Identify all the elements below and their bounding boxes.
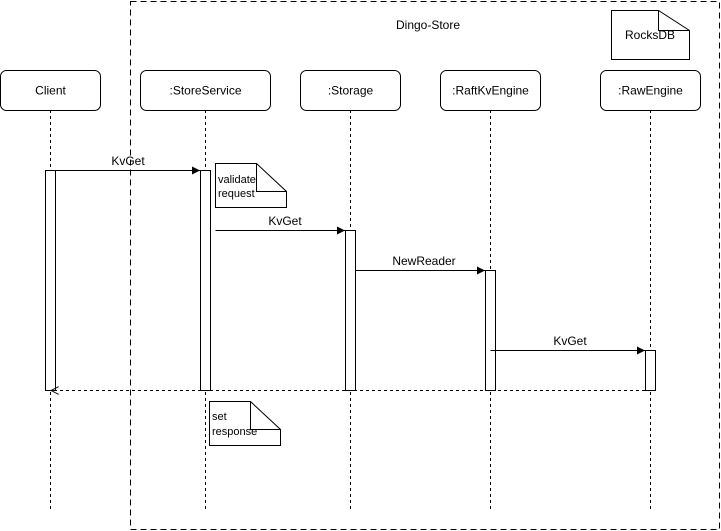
activation-client (45, 170, 56, 391)
participant-storage: :Storage (300, 70, 401, 510)
activation-store-service (200, 170, 211, 391)
message-newreader: NewReader (355, 254, 485, 275)
message-label: KvGet (553, 334, 587, 348)
dingo-store-frame: Dingo-Store (130, 1, 720, 530)
activation-storage (345, 230, 356, 391)
note-set-response: set response (209, 401, 281, 446)
participant-raft-kv-engine-label: :RaftKvEngine (452, 84, 529, 98)
rocksdb-label: RocksDB (625, 28, 675, 42)
message-kvget-store-service: KvGet (215, 214, 345, 235)
rocksdb-note: RocksDB (611, 10, 690, 60)
note-line: request (218, 188, 255, 200)
message-kvget-client: KvGet (55, 154, 200, 175)
activation-raft-kv-engine (485, 270, 496, 391)
participant-raw-engine-label: :RawEngine (618, 84, 683, 98)
activation-raw-engine (645, 350, 656, 391)
participant-raft-kv-engine: :RaftKvEngine (440, 70, 541, 510)
message-label: KvGet (111, 154, 145, 168)
note-line: validate (218, 174, 256, 186)
message-label: NewReader (392, 254, 455, 268)
message-label: KvGet (268, 214, 302, 228)
note-line: response (212, 426, 257, 438)
dingo-store-label: Dingo-Store (396, 18, 460, 32)
participant-raw-engine: :RawEngine (600, 70, 701, 510)
participant-storage-label: :Storage (328, 84, 374, 98)
participant-store-service-label: :StoreService (169, 84, 241, 98)
message-kvget-raft: KvGet (490, 334, 645, 355)
participant-client-label: Client (35, 84, 66, 98)
note-validate-request: validate request (215, 163, 287, 208)
participant-store-service: :StoreService (140, 70, 271, 510)
note-line: set (212, 411, 227, 423)
